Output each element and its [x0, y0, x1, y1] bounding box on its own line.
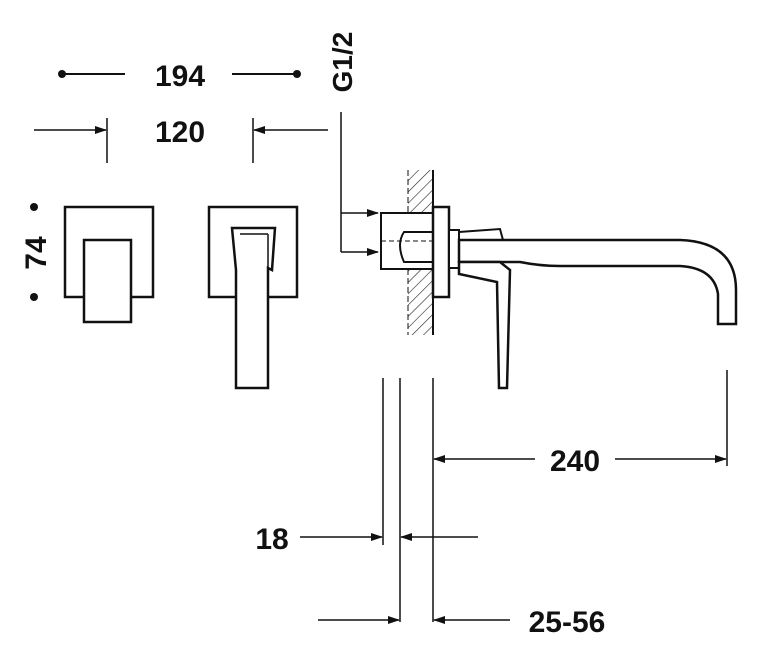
thread-label: G1/2: [327, 32, 358, 93]
lever-handle: [457, 260, 512, 390]
spout-side: [457, 238, 738, 326]
dim-74-label: 74: [20, 236, 53, 270]
dimension-74: 74: [20, 203, 53, 301]
right-spout-front: [230, 226, 277, 390]
thread-dimension: G1/2: [327, 32, 379, 256]
dim-74-top-dot: [30, 203, 38, 211]
dimension-25-56: 25-56: [318, 606, 605, 639]
extension-lines: [382, 370, 728, 622]
dimension-194: 194: [58, 60, 301, 93]
dimension-18: 18: [255, 523, 478, 556]
inlet-pipe: [399, 231, 433, 263]
front-view-right-spout: [207, 205, 299, 390]
side-cover-plate: [431, 205, 451, 299]
dim-25-56-label: 25-56: [529, 606, 606, 639]
dimension-120: 120: [34, 116, 328, 163]
dim-120-label: 120: [155, 116, 205, 149]
dim-18-label: 18: [255, 523, 288, 556]
lever-top: [458, 227, 505, 241]
left-lever: [82, 238, 133, 324]
dimension-240: 240: [433, 445, 727, 478]
spout-collar: [448, 229, 460, 269]
dim-194-label: 194: [155, 60, 205, 93]
dim-194-right-dot: [293, 70, 301, 78]
front-view-left-handle: [63, 205, 155, 324]
side-view-tap: [380, 205, 738, 390]
dim-240-label: 240: [550, 445, 600, 478]
dim-74-bottom-dot: [30, 293, 38, 301]
